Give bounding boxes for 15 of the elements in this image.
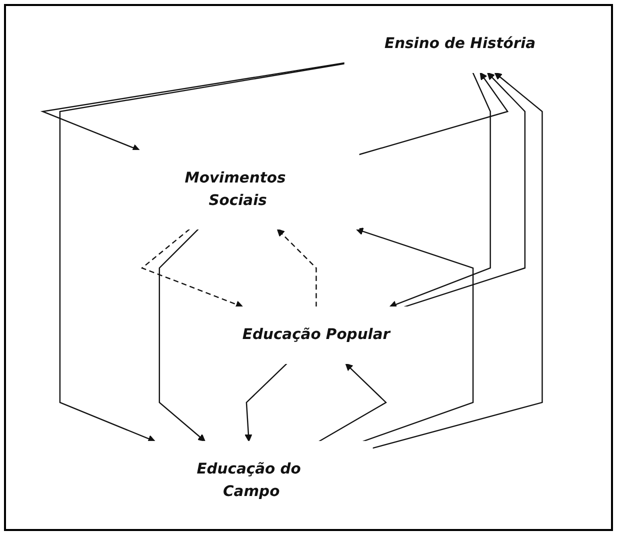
arrow <box>358 72 508 155</box>
arrow <box>58 62 344 442</box>
node-text: Educação do Campo <box>196 460 300 500</box>
arrow <box>40 62 344 151</box>
arrow <box>388 72 490 308</box>
arrow <box>244 362 287 442</box>
arrow <box>140 228 243 308</box>
arrow <box>158 228 205 442</box>
node-text: Ensino de História <box>384 34 536 52</box>
arrow <box>276 228 316 306</box>
node-text: Educação Popular <box>242 325 390 343</box>
node-text: Movimentos Sociais <box>184 168 286 208</box>
arrow <box>355 227 474 442</box>
arrow <box>318 362 386 442</box>
arrow <box>372 72 542 448</box>
